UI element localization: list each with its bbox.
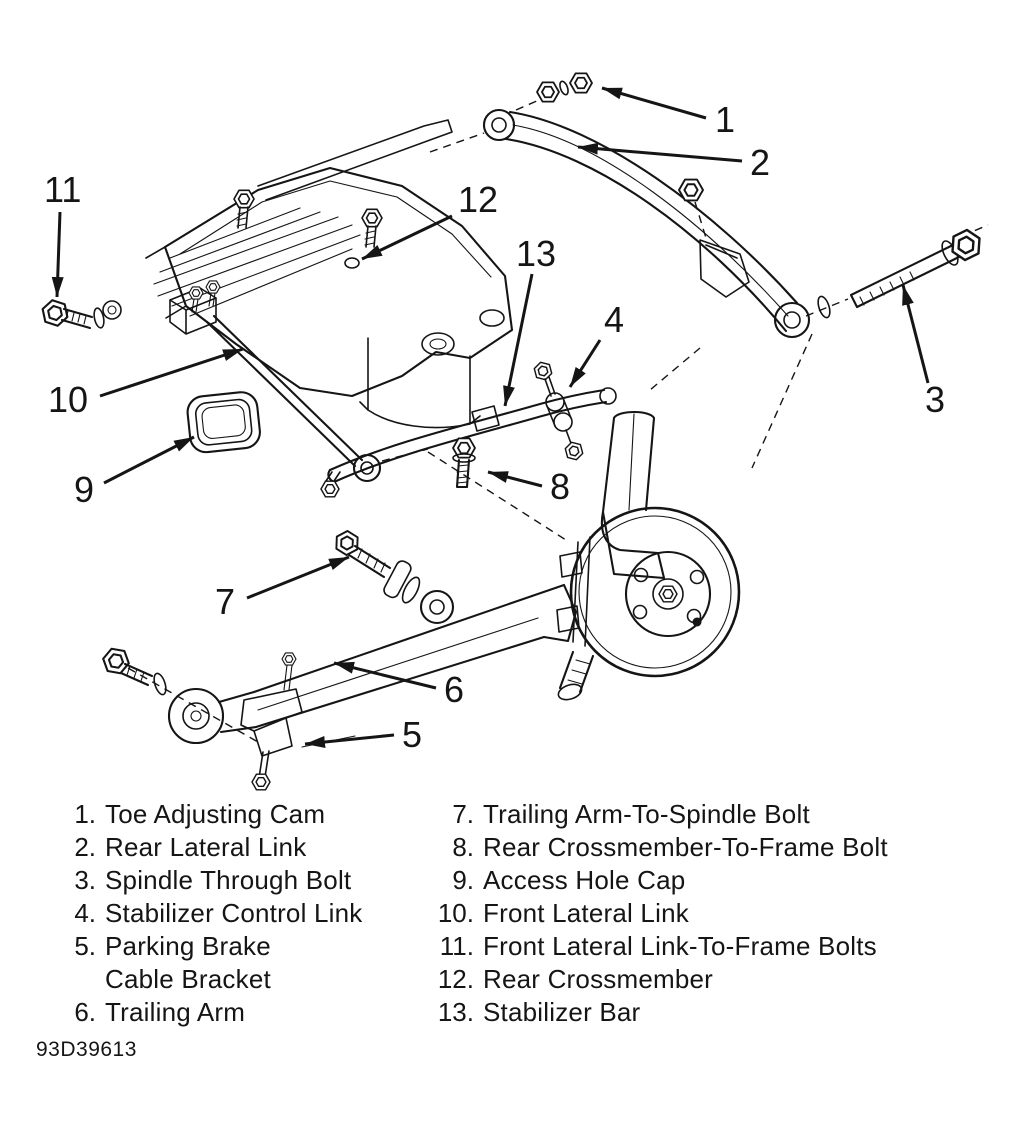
suspension-diagram: 1 2 3 4 5 6 7 8 9 10 11 12 13 xyxy=(38,72,989,791)
callout-9-label: 9 xyxy=(74,469,94,510)
lateral-link-nuts-drawing xyxy=(536,72,593,103)
stabilizer-control-link-drawing xyxy=(531,360,586,462)
legend-item-label: Rear Crossmember xyxy=(483,964,714,994)
legend-item-number: 11. xyxy=(439,931,474,961)
legend-item: 7. Trailing Arm-To-Spindle Bolt xyxy=(428,798,948,831)
callout-3-label: 3 xyxy=(925,379,945,420)
front-lateral-link-drawing xyxy=(169,280,382,498)
callout-11-arrow xyxy=(51,211,64,298)
callout-7-label: 7 xyxy=(215,581,235,622)
legend-item: 8. Rear Crossmember-To-Frame Bolt xyxy=(428,831,948,864)
callout-6-arrow xyxy=(333,661,437,690)
callout-7-arrow xyxy=(246,555,350,600)
callout-6-label: 6 xyxy=(444,669,464,710)
legend-item: 1. Toe Adjusting Cam xyxy=(56,798,416,831)
callout-4-label: 4 xyxy=(604,299,624,340)
legend-item-label: Trailing Arm-To-Spindle Bolt xyxy=(483,799,810,829)
callout-12-label: 12 xyxy=(458,179,498,220)
callout-2-arrow xyxy=(577,142,743,163)
legend-column-left: 1. Toe Adjusting Cam 2. Rear Lateral Lin… xyxy=(56,798,416,1029)
callout-4-arrow xyxy=(568,339,602,388)
legend-item-label: Stabilizer Control Link xyxy=(105,898,363,928)
legend-item-label: Front Lateral Link xyxy=(483,898,689,928)
legend-item-number: 10. xyxy=(437,898,474,928)
legend-item-number: 9. xyxy=(452,865,474,895)
legend-item-number: 13. xyxy=(437,997,474,1027)
callout-10-label: 10 xyxy=(48,379,88,420)
callout-12-arrow xyxy=(361,214,453,261)
legend-item-number: 3. xyxy=(74,865,96,895)
trailing-arm-drawing xyxy=(100,583,578,748)
legend-item-number: 4. xyxy=(74,898,96,928)
callout-8-arrow xyxy=(487,470,543,488)
legend-item: 4. Stabilizer Control Link xyxy=(56,897,416,930)
legend-item: 5. Parking Brake Cable Bracket xyxy=(56,930,416,996)
callout-1-label: 1 xyxy=(715,99,735,140)
legend-item: 11. Front Lateral Link-To-Frame Bolts xyxy=(428,930,948,963)
trailing-arm-spindle-bolt-drawing xyxy=(330,526,421,604)
legend-item: 9. Access Hole Cap xyxy=(428,864,948,897)
callout-5-arrow xyxy=(304,733,395,748)
legend-item-label: Rear Lateral Link xyxy=(105,832,307,862)
figure-id: 93D39613 xyxy=(36,1038,137,1061)
stabilizer-bar-drawing xyxy=(327,387,617,484)
legend-item-number: 1. xyxy=(74,799,96,829)
legend-item-number: 7. xyxy=(452,799,474,829)
legend-item: 10. Front Lateral Link xyxy=(428,897,948,930)
legend-item-number: 5. xyxy=(74,931,96,961)
legend-item-label: Access Hole Cap xyxy=(483,865,686,895)
spindle-through-bolt-drawing xyxy=(849,225,987,309)
access-hole-cap-drawing xyxy=(186,391,261,454)
legend-item: 3. Spindle Through Bolt xyxy=(56,864,416,897)
callout-arrows xyxy=(51,86,930,748)
alignment-axes xyxy=(127,96,989,743)
rear-lateral-link-drawing xyxy=(482,108,831,339)
legend-item: 2. Rear Lateral Link xyxy=(56,831,416,864)
parking-brake-bracket-drawing xyxy=(240,652,303,791)
callout-9-arrow xyxy=(103,435,195,485)
crossmember-frame-bolt-drawing xyxy=(452,437,476,489)
legend-item: 13. Stabilizer Bar xyxy=(428,996,948,1029)
legend-item-label: Spindle Through Bolt xyxy=(105,865,352,895)
strut-and-hub-drawing xyxy=(556,410,741,701)
legend-item-label: Front Lateral Link-To-Frame Bolts xyxy=(483,931,877,961)
legend-item-label: Rear Crossmember-To-Frame Bolt xyxy=(483,832,888,862)
legend-item: 12. Rear Crossmember xyxy=(428,963,948,996)
callout-5-label: 5 xyxy=(402,714,422,755)
legend-item-label: Toe Adjusting Cam xyxy=(105,799,326,829)
front-lateral-link-frame-bolt-drawing xyxy=(38,297,122,330)
callout-13-arrow xyxy=(503,273,534,407)
legend-item-number: 8. xyxy=(452,832,474,862)
legend-item-label: Parking Brake Cable Bracket xyxy=(105,931,271,994)
legend-item-label: Stabilizer Bar xyxy=(483,997,641,1027)
callout-13-label: 13 xyxy=(516,233,556,274)
callout-8-label: 8 xyxy=(550,466,570,507)
callout-11-label: 11 xyxy=(44,169,81,210)
callout-2-label: 2 xyxy=(750,142,770,183)
legend-item: 6. Trailing Arm xyxy=(56,996,416,1029)
legend-item-number: 2. xyxy=(74,832,96,862)
legend: 1. Toe Adjusting Cam 2. Rear Lateral Lin… xyxy=(56,798,948,1029)
legend-item-number: 6. xyxy=(74,997,96,1027)
legend-item-number: 12. xyxy=(437,964,474,994)
callout-3-arrow xyxy=(901,284,930,384)
callout-10-arrow xyxy=(99,347,244,398)
callout-1-arrow xyxy=(601,86,707,120)
legend-item-label: Trailing Arm xyxy=(105,997,246,1027)
callout-numbers: 1 2 3 4 5 6 7 8 9 10 11 12 13 xyxy=(44,99,945,755)
legend-column-right: 7. Trailing Arm-To-Spindle Bolt 8. Rear … xyxy=(428,798,948,1029)
